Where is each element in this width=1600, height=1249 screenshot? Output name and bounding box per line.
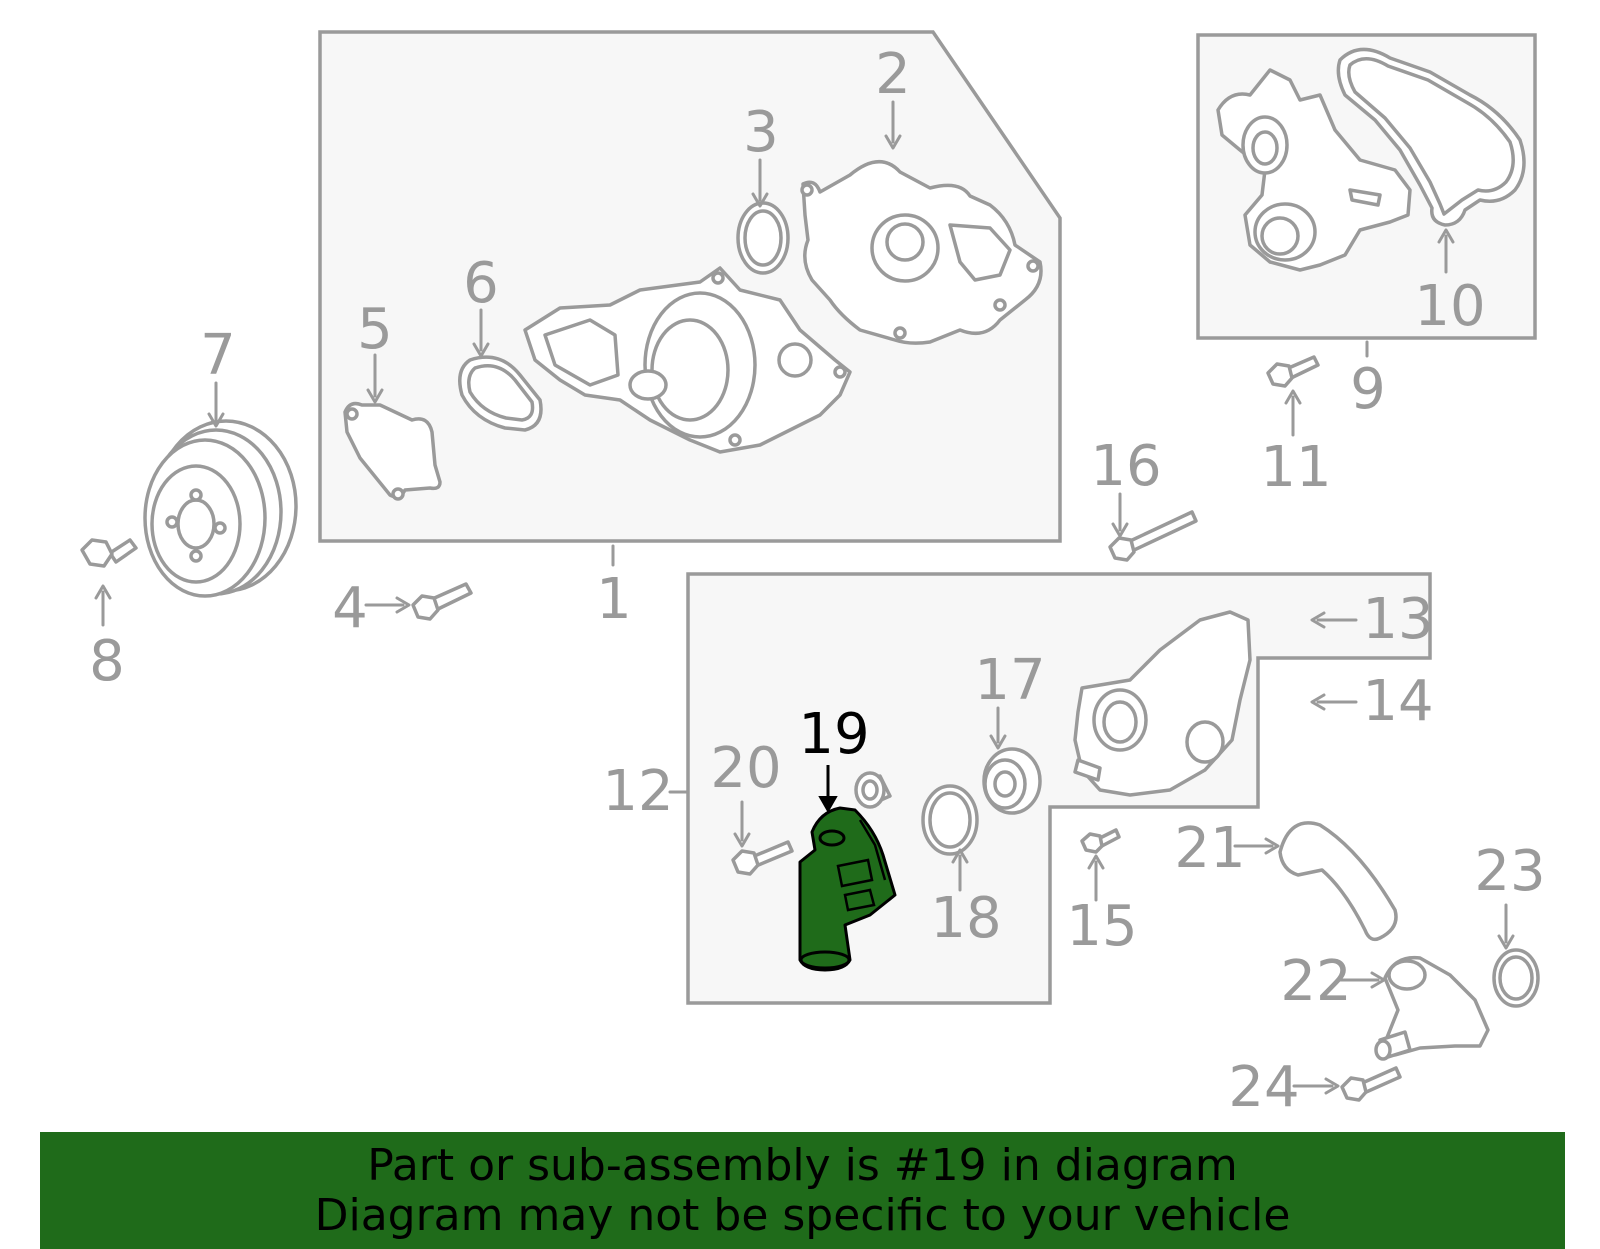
callout-12: 12: [602, 759, 673, 824]
part-8-bolt: [80, 538, 138, 568]
callout-24: 24: [1228, 1055, 1299, 1120]
callout-3: 3: [743, 100, 779, 165]
callout-22: 22: [1280, 949, 1351, 1014]
callout-9: 9: [1350, 357, 1386, 422]
callout-2: 2: [875, 42, 911, 107]
callout-7: 7: [200, 323, 236, 388]
callout-17: 17: [974, 648, 1045, 713]
callout-5: 5: [357, 297, 393, 362]
part-18-seal-ring: [921, 784, 979, 856]
callout-8: 8: [89, 629, 125, 694]
part-16-bolt: [1108, 510, 1198, 562]
callout-labels: 1 2 3 4 5 6 7 8 9 10 11 12 13 14 15 16 1…: [89, 42, 1545, 1120]
leader-lines: [94, 100, 1515, 1095]
part-11-bolt: [1266, 355, 1320, 388]
part-24-bolt: [1340, 1066, 1402, 1102]
callout-23: 23: [1474, 839, 1545, 904]
part-7-pulley: [143, 419, 298, 598]
part-12-thermostat-housing: [1073, 610, 1252, 797]
callout-4: 4: [332, 576, 368, 641]
part-21-hose: [1278, 821, 1398, 942]
callout-16: 16: [1090, 434, 1161, 499]
part-4-bolt: [411, 582, 473, 621]
callout-19: 19: [798, 702, 869, 767]
callout-20: 20: [710, 736, 781, 801]
part-15-bolt: [1080, 828, 1121, 854]
callout-18: 18: [930, 886, 1001, 951]
callout-14: 14: [1362, 669, 1433, 734]
part-2-gasket-plate: [800, 160, 1043, 345]
part-1-water-pump: [523, 266, 852, 454]
callout-15: 15: [1066, 894, 1137, 959]
part-19-water-outlet: [798, 806, 897, 972]
part-6-gasket: [458, 355, 543, 432]
info-banner: Part or sub-assembly is #19 in diagram D…: [40, 1132, 1565, 1249]
callout-21: 21: [1174, 816, 1245, 881]
part-10-gasket: [1336, 47, 1526, 227]
part-23-seal-ring: [1492, 948, 1540, 1008]
part-20-bolt: [731, 840, 794, 876]
part-bushing: [854, 771, 892, 809]
banner-line-2: Diagram may not be specific to your vehi…: [314, 1189, 1291, 1241]
callout-11: 11: [1260, 435, 1331, 500]
part-9-pump-assembly: [1216, 68, 1412, 272]
part-22-outlet: [1374, 955, 1490, 1061]
callout-13: 13: [1362, 587, 1433, 652]
callout-10: 10: [1414, 274, 1485, 339]
callout-1: 1: [596, 567, 632, 632]
callout-6: 6: [463, 251, 499, 316]
banner-line-1: Part or sub-assembly is #19 in diagram: [367, 1139, 1238, 1191]
part-17-thermostat: [982, 747, 1042, 815]
part-3-seal-ring: [736, 201, 790, 275]
part-5-cover-gasket: [343, 401, 442, 501]
